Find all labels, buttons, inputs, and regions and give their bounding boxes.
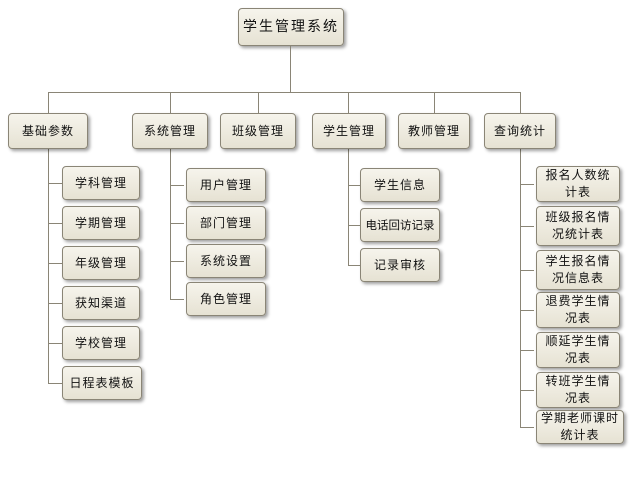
connector-system-tick-3 [170,299,184,300]
connector-query-spine [520,149,521,427]
node-student-enrollment-table: 学生报名情况信息表 [536,250,620,290]
connector-basic-tick-3 [48,303,62,304]
node-class-management: 班级管理 [220,113,296,149]
node-department-management: 部门管理 [186,206,266,240]
connector-system-tick-1 [170,223,184,224]
connector-root-trunk [290,46,291,92]
connector-query-tick-6 [520,427,534,428]
node-schedule-template: 日程表模板 [62,366,142,400]
connector-query-tick-3 [520,310,534,311]
connector-basic-tick-5 [48,383,62,384]
connector-student-tick-2 [348,265,362,266]
node-deferred-students-table: 顺延学生情况表 [536,332,620,368]
node-class-enrollment-table: 班级报名情况统计表 [536,206,620,246]
connector-basic-tick-4 [48,343,62,344]
connector-student-tick-0 [348,185,362,186]
connector-level1-bus [48,92,520,93]
connector-basic-tick-2 [48,263,62,264]
connector-branch-drop-2 [258,92,259,113]
node-class-transfer-table: 转班学生情况表 [536,372,620,408]
node-user-management: 用户管理 [186,168,266,202]
node-query-statistics: 查询统计 [484,113,556,149]
node-subject-management: 学科管理 [62,166,140,200]
connector-system-spine [170,149,171,299]
connector-query-tick-1 [520,226,534,227]
node-teacher-management: 教师管理 [398,113,470,149]
connector-branch-drop-5 [520,92,521,113]
node-enrollment-count-table: 报名人数统计表 [536,166,620,202]
connector-query-tick-2 [520,270,534,271]
connector-branch-drop-1 [170,92,171,113]
node-acquisition-channel: 获知渠道 [62,286,140,320]
connector-query-tick-5 [520,390,534,391]
connector-basic-tick-1 [48,223,62,224]
node-student-info: 学生信息 [360,168,440,202]
node-record-review: 记录审核 [360,248,440,282]
node-system-management: 系统管理 [132,113,208,149]
root-node: 学生管理系统 [238,8,344,46]
node-phone-followup-records: 电话回访记录 [360,208,440,242]
connector-branch-drop-0 [48,92,49,113]
connector-student-spine [348,149,349,265]
node-school-management: 学校管理 [62,326,140,360]
node-grade-management: 年级管理 [62,246,140,280]
node-teacher-hours-table: 学期老师课时统计表 [536,410,624,444]
node-system-settings: 系统设置 [186,244,266,278]
connector-student-tick-1 [348,225,362,226]
node-term-management: 学期管理 [62,206,140,240]
node-refund-students-table: 退费学生情况表 [536,292,620,328]
connector-branch-drop-4 [434,92,435,113]
connector-basic-tick-0 [48,183,62,184]
connector-system-tick-2 [170,261,184,262]
connector-branch-drop-3 [348,92,349,113]
connector-query-tick-0 [520,184,534,185]
connector-basic-spine [48,149,49,383]
node-basic-params: 基础参数 [8,113,88,149]
connector-system-tick-0 [170,185,184,186]
node-student-management: 学生管理 [312,113,386,149]
connector-query-tick-4 [520,350,534,351]
node-role-management: 角色管理 [186,282,266,316]
